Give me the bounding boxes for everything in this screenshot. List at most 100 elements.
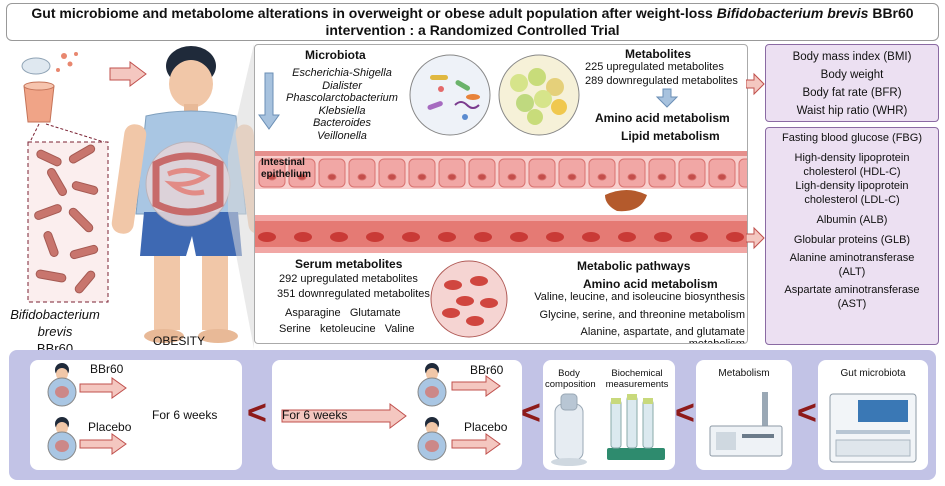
group-placebo-label: Placebo — [464, 420, 508, 434]
cell-nucleus — [357, 173, 367, 181]
red-blood-cell — [582, 232, 600, 242]
metabolism-label: Metabolism — [718, 368, 770, 379]
epithelial-cell — [708, 158, 736, 188]
epithelial-cell — [408, 158, 436, 188]
person-icon — [417, 417, 447, 461]
cell-nucleus — [537, 173, 547, 181]
obesity-label: OBESITY — [153, 334, 206, 348]
right-arrows — [746, 72, 765, 250]
arrow-right-icon — [746, 226, 765, 250]
arrow-right-icon — [79, 433, 127, 455]
cell-nucleus — [627, 173, 637, 181]
taxon-item: Klebsiella — [318, 104, 366, 117]
epithelial-cell — [678, 158, 706, 188]
red-blood-cell — [690, 232, 708, 242]
arrow-right-icon — [746, 72, 765, 96]
pathway-item: Valine, leucine, and isoleucine biosynth… — [534, 291, 745, 303]
metabolites-up: 225 upregulated metabolites — [585, 61, 724, 73]
measurement-panel: Body composition Biochemical measurement… — [543, 360, 675, 470]
cell-nucleus — [507, 173, 517, 181]
pathways-amino-heading: Amino acid metabolism — [583, 277, 718, 291]
serum-metabolites-row2: Serine ketoleucine Valine — [279, 323, 415, 335]
biochemical-label: Biochemical measurements — [605, 368, 669, 390]
intestine-icon — [145, 141, 231, 227]
outcome-item: Alanine aminotransferase (ALT) — [789, 252, 915, 278]
microbiota-heading: Microbiota — [305, 48, 366, 62]
bacteria-icon — [34, 144, 99, 294]
outcome-item: Globular proteins (GLB) — [793, 234, 911, 246]
cell-nucleus — [597, 173, 607, 181]
red-blood-cell — [258, 232, 276, 242]
arrow-right-icon — [451, 433, 501, 455]
chevron-left-icon: < — [521, 394, 541, 432]
red-blood-cell — [438, 232, 456, 242]
red-blood-cell — [366, 232, 384, 242]
pathways-heading: Metabolic pathways — [577, 259, 691, 273]
cell-nucleus — [267, 173, 277, 181]
measurement-graphics — [551, 393, 665, 466]
biochemical-box: Fasting blood glucose (FBG) High-density… — [765, 127, 939, 345]
cell-nucleus — [687, 173, 697, 181]
outcome-item: Body weight — [820, 69, 884, 81]
red-blood-cell — [474, 232, 492, 242]
title-line-1: Gut microbiome and metabolome alteration… — [31, 5, 914, 21]
epithelial-cell — [288, 158, 316, 188]
cell-nucleus — [297, 173, 307, 181]
outcome-item: High-density lipoprotein cholesterol (HD… — [794, 152, 910, 178]
sequencer-icon — [829, 393, 917, 463]
mass-spectrometer-icon — [709, 392, 783, 457]
capsule-icon — [21, 52, 78, 75]
serum-up: 292 upregulated metabolites — [279, 273, 418, 285]
metabolites-heading: Metabolites — [625, 47, 692, 61]
taxon-item: Escherichia-Shigella — [292, 67, 392, 79]
outcome-item: Albumin (ALB) — [816, 214, 888, 226]
person-icon — [47, 417, 77, 461]
group-placebo-label: Placebo — [88, 420, 132, 434]
lipid-metabolism: Lipid metabolism — [621, 129, 720, 143]
taxa-list: Escherichia-Shigella Dialister Phascolar… — [277, 67, 407, 142]
epithelial-cell — [498, 158, 526, 188]
epithelial-cell — [258, 158, 286, 188]
taxon-item: Phascolarctobacterium — [286, 92, 398, 104]
epithelial-cell — [648, 158, 676, 188]
mechanism-graphics — [255, 54, 747, 338]
cell-nucleus — [567, 173, 577, 181]
cell-nucleus — [447, 173, 457, 181]
serum-down: 351 downregulated metabolites — [277, 288, 430, 300]
group-bbr60-label: BBr60 — [90, 362, 124, 376]
epithelial-cell — [438, 158, 466, 188]
randomization-graphics — [281, 363, 501, 461]
test-tubes-icon — [607, 394, 665, 460]
anthropometric-box: Body mass index (BMI) Body weight Body f… — [765, 44, 939, 122]
epithelial-cell — [348, 158, 376, 188]
metabolism-panel: Metabolism — [696, 360, 792, 470]
red-blood-cell — [546, 232, 564, 242]
down-arrow-icon — [258, 72, 280, 130]
arrow-right-icon — [109, 61, 147, 87]
taxon-item: Dialister — [322, 79, 362, 92]
body-composition-analyzer-icon — [551, 393, 587, 466]
cell-nucleus — [417, 173, 427, 181]
red-blood-cell — [330, 232, 348, 242]
outcome-item: Fasting blood glucose (FBG) — [781, 132, 922, 144]
metabolites-circle-icon — [498, 54, 580, 136]
microbiota-circle-icon — [409, 54, 491, 136]
serum-metabolites-row1: Asparagine Glutamate — [285, 307, 401, 319]
red-blood-cell — [726, 232, 744, 242]
intervention-panel: BBr60 Placebo For 6 weeks — [30, 360, 242, 470]
pathway-item: Glycine, serine, and threonine metabolis… — [539, 309, 745, 321]
person-icon — [417, 363, 447, 407]
cell-nucleus — [717, 173, 727, 181]
epithelial-cell — [318, 158, 346, 188]
taxon-item: Veillonella — [317, 129, 367, 142]
cell-nucleus — [657, 173, 667, 181]
epithelium-label: Intestinal epithelium — [261, 157, 312, 180]
gut-microbiota-panel: Gut microbiota — [818, 360, 928, 470]
outcome-item: Aspartate aminotransferase (AST) — [784, 284, 920, 310]
figure-title: Gut microbiome and metabolome alteration… — [6, 3, 939, 41]
chevron-left-icon: < — [797, 394, 817, 432]
cell-nucleus — [477, 173, 487, 181]
mechanism-panel: Microbiota Escherichia-Shigella Dialiste… — [254, 44, 748, 344]
epithelial-cell — [588, 158, 616, 188]
serum-heading: Serum metabolites — [295, 257, 403, 271]
